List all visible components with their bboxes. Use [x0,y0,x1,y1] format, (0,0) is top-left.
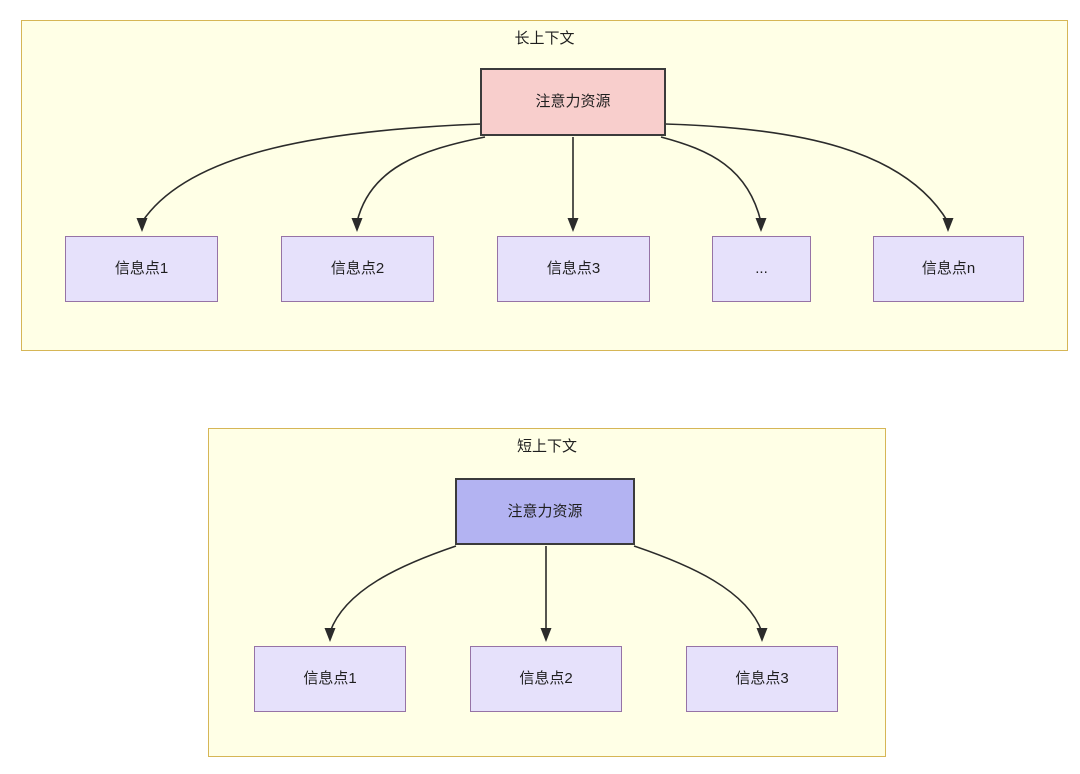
long-attention-resource-node[interactable]: 注意力资源 [480,68,666,136]
short-info-point-2-label: 信息点2 [519,670,573,687]
long-attention-resource-label: 注意力资源 [535,93,611,110]
short-info-point-3[interactable]: 信息点3 [686,646,838,712]
long-info-point-3[interactable]: 信息点3 [497,236,650,302]
long-info-point-2-label: 信息点2 [330,260,385,277]
group-short-context-title: 短上下文 [516,438,577,455]
long-info-point-n-label: 信息点n [921,260,976,277]
long-info-point-ellipsis[interactable]: ... [712,236,811,302]
short-info-point-1-label: 信息点1 [303,670,357,687]
long-info-point-1-label: 信息点1 [114,260,169,277]
short-info-point-3-label: 信息点3 [735,670,789,687]
long-info-point-n[interactable]: 信息点n [873,236,1024,302]
long-info-point-1[interactable]: 信息点1 [65,236,218,302]
short-attention-resource-node[interactable]: 注意力资源 [455,478,635,545]
long-info-point-ellipsis-label: ... [755,260,768,277]
short-attention-resource-label: 注意力资源 [507,502,583,520]
long-info-point-2[interactable]: 信息点2 [281,236,434,302]
long-info-point-3-label: 信息点3 [546,260,601,277]
group-long-context-title: 长上下文 [514,30,575,47]
short-info-point-1[interactable]: 信息点1 [254,646,406,712]
short-info-point-2[interactable]: 信息点2 [470,646,622,712]
